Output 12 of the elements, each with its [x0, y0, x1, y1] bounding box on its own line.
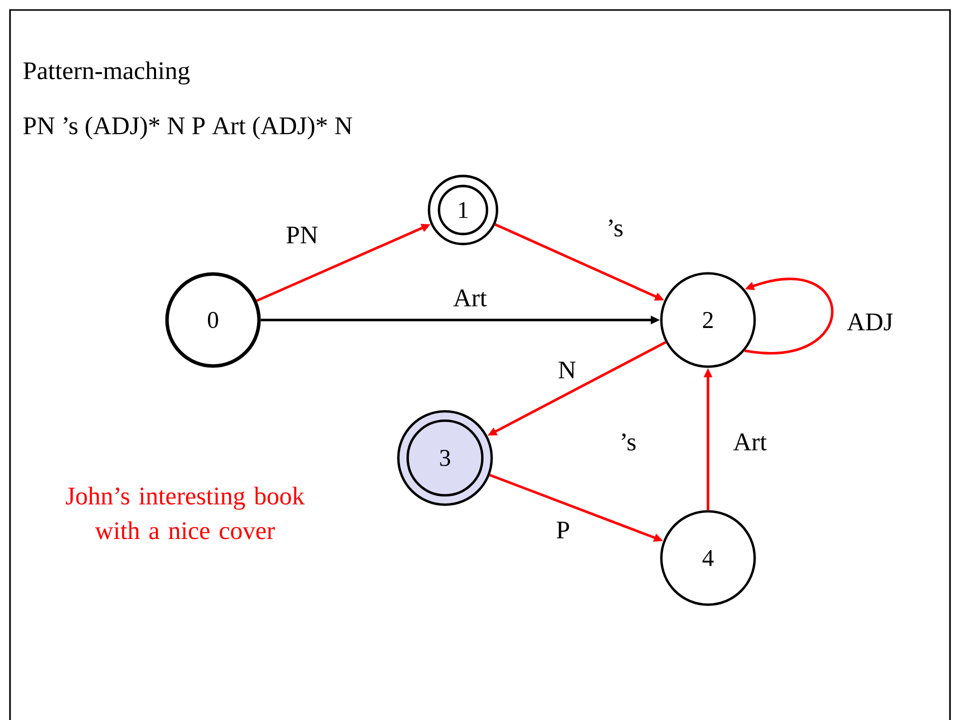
- edge-label: Art: [733, 434, 767, 450]
- pattern-text: PN ’s (ADJ)* N P Art (ADJ)* N: [23, 116, 352, 140]
- edge-label: ’s: [608, 219, 623, 237]
- edge-label: Art: [453, 290, 487, 306]
- edge-label: ADJ: [847, 314, 893, 330]
- edge-label: P: [556, 522, 570, 538]
- symbol-label: ’s: [622, 433, 636, 451]
- loop-arrow: [744, 278, 834, 354]
- title: Pattern-maching: [23, 61, 190, 84]
- edge-label: N: [558, 362, 576, 378]
- edge-label: PN: [286, 226, 318, 244]
- annotation-text: John’s interesting book with a nice cover: [66, 486, 305, 540]
